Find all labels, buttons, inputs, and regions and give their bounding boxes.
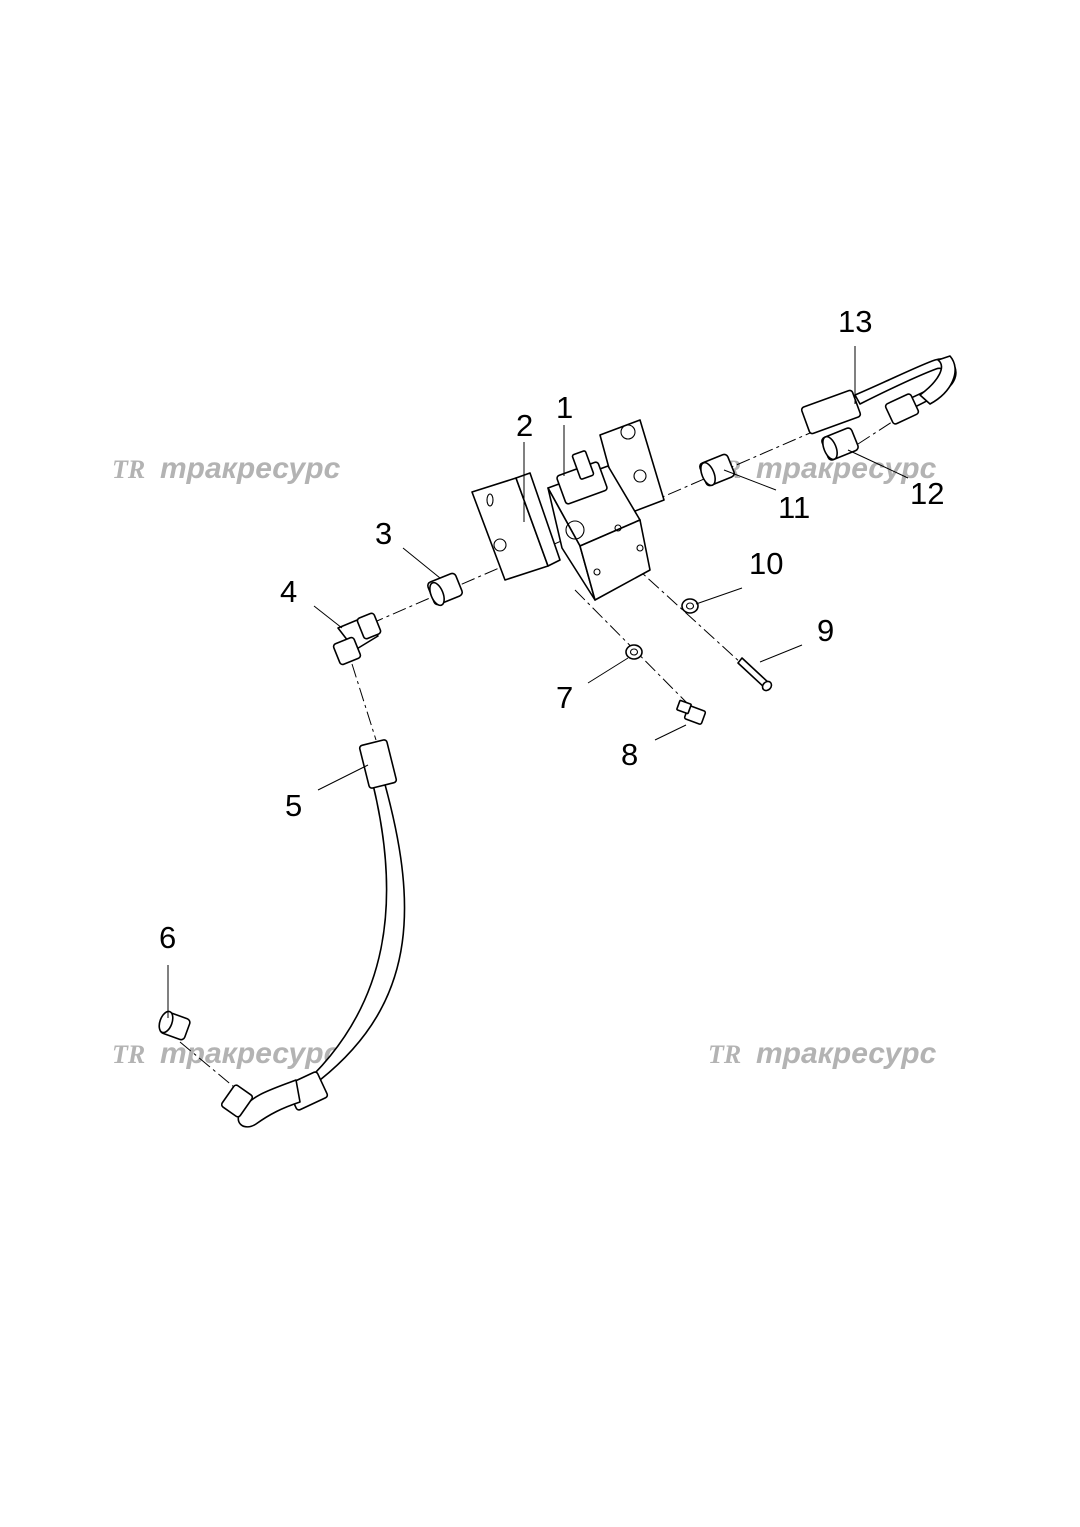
watermark-text: тракресурс <box>756 452 937 485</box>
part-13-tube <box>800 355 957 435</box>
callout-2: 2 <box>516 408 533 443</box>
part-3-adapter <box>427 572 463 607</box>
part-8-bolt <box>676 699 707 725</box>
watermark-logo: TR <box>112 455 145 484</box>
watermark-logo: TR <box>708 1040 741 1069</box>
callout-9: 9 <box>817 613 834 648</box>
part-7-washer <box>625 644 643 660</box>
part-11-adapter <box>699 453 735 487</box>
watermark-bottom-right: TR тракресурс <box>708 1037 937 1070</box>
part-12-adapter <box>821 427 859 461</box>
part-6-adapter <box>158 1010 191 1041</box>
watermark-bottom-left: TR тракресурс <box>112 1037 341 1070</box>
part-4-elbow <box>332 612 382 666</box>
callout-4: 4 <box>280 574 297 609</box>
callout-1: 1 <box>556 390 573 425</box>
callout-12: 12 <box>910 476 944 511</box>
callout-5: 5 <box>285 788 302 823</box>
part-5-hose <box>220 739 406 1128</box>
callout-7: 7 <box>556 680 573 715</box>
callout-8: 8 <box>621 737 638 772</box>
leader-lines <box>167 346 909 1018</box>
callout-labels: 1 2 3 4 5 6 7 8 9 10 11 12 13 <box>159 304 944 955</box>
callout-3: 3 <box>375 516 392 551</box>
part-9-bolt <box>737 657 773 692</box>
watermark-text: тракресурс <box>160 1037 341 1070</box>
watermark-top-right: TR тракресурс <box>708 452 937 485</box>
callout-11: 11 <box>778 490 810 525</box>
watermark-text: тракресурс <box>160 452 341 485</box>
watermark-text: тракресурс <box>756 1037 937 1070</box>
part-valve <box>547 450 651 601</box>
watermark-top-left: TR тракресурс <box>112 452 341 485</box>
callout-10: 10 <box>749 546 783 581</box>
callout-13: 13 <box>838 304 872 339</box>
callout-6: 6 <box>159 920 176 955</box>
part-10-washer <box>681 598 699 614</box>
watermark-logo: TR <box>112 1040 145 1069</box>
